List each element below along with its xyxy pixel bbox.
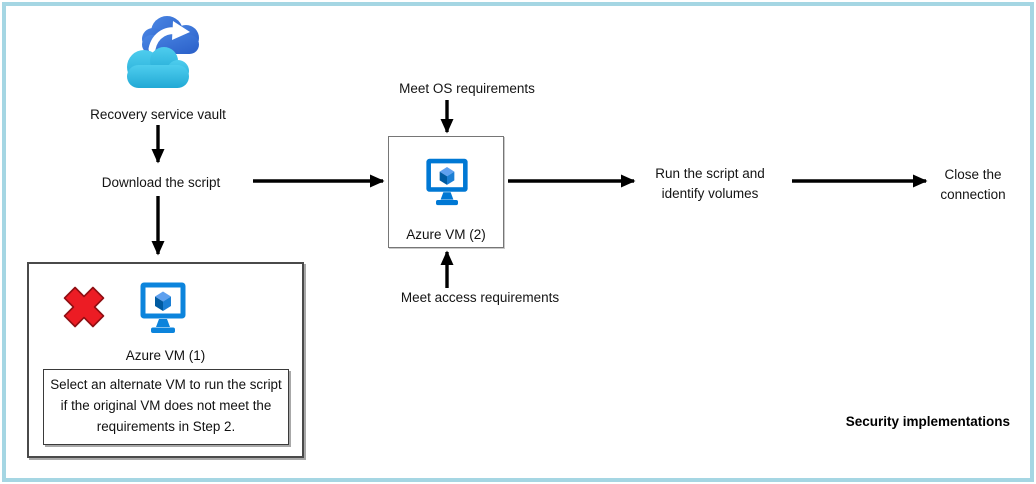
meet-os-requirements-label: Meet OS requirements [399, 81, 535, 96]
azure-vm2-label: Azure VM (2) [406, 227, 486, 242]
meet-access-requirements-label: Meet access requirements [400, 290, 560, 305]
azure-vm1-node: Azure VM (1) Select an alternate VM to r… [27, 262, 304, 458]
run-script-label: Run the script and identify volumes [655, 166, 765, 201]
security-implementations-caption: Security implementations [845, 414, 1010, 429]
download-script-label: Download the script [101, 175, 221, 190]
alternate-vm-note: Select an alternate VM to run the script… [43, 369, 289, 445]
azure-vm2-node: Azure VM (2) [388, 136, 504, 248]
vault-label: Recovery service vault [90, 107, 226, 122]
front-cloud [127, 47, 189, 88]
azure-vm-icon [137, 281, 189, 344]
recovery-vault-icon [115, 6, 203, 101]
azure-vm-icon [425, 157, 469, 216]
recovery-arrow [148, 21, 190, 53]
azure-vm1-label: Azure VM (1) [125, 348, 206, 363]
close-connection-label: Close the connection [940, 167, 1006, 202]
error-x-icon [58, 281, 110, 338]
